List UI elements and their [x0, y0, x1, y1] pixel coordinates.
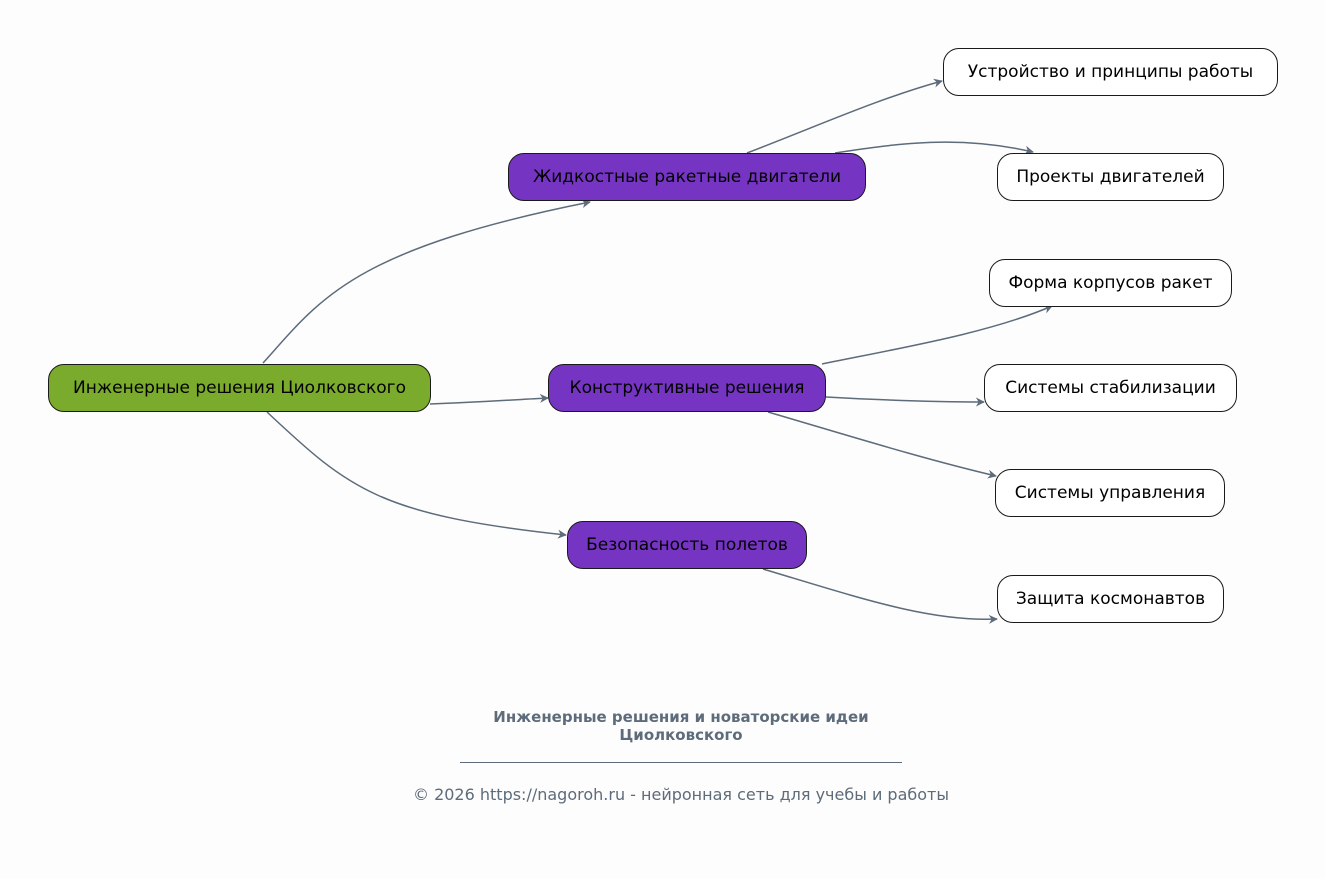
branch-node-engines[interactable]: Жидкостные ракетные двигатели	[508, 153, 866, 201]
edge-root-to-engines	[262, 199, 591, 364]
leaf-node-stabilization[interactable]: Системы стабилизации	[984, 364, 1237, 412]
footer-title-line1: Инженерные решения и новаторские идеи	[493, 708, 869, 726]
leaf-node-engine-projects[interactable]: Проекты двигателей	[997, 153, 1224, 201]
leaf-node-control-systems[interactable]: Системы управления	[995, 469, 1225, 517]
leaf-node-cosmonaut-protection[interactable]: Защита космонавтов	[997, 575, 1224, 623]
footer-title-line2: Циолковского	[619, 726, 743, 744]
branch-node-construction[interactable]: Конструктивные решения	[548, 364, 826, 412]
branch-node-label: Безопасность полетов	[586, 535, 788, 555]
leaf-node-label: Проекты двигателей	[1016, 167, 1205, 187]
leaf-node-hull-shape[interactable]: Форма корпусов ракет	[989, 259, 1232, 307]
edge-engines-to-projects	[834, 141, 1034, 155]
leaf-node-label: Системы стабилизации	[1005, 378, 1216, 398]
leaf-node-label: Защита космонавтов	[1015, 589, 1206, 609]
leaf-node-device-principles[interactable]: Устройство и принципы работы	[943, 48, 1278, 96]
edge-engines-to-device	[746, 78, 943, 154]
footer-title: Инженерные решения и новаторские идеи Ци…	[0, 708, 1325, 744]
root-node-label: Инженерные решения Циолковского	[73, 378, 406, 398]
edge-safety-to-protection	[762, 568, 998, 624]
leaf-node-label: Форма корпусов ракет	[1008, 273, 1213, 293]
edge-construction-to-stabilization	[825, 396, 985, 407]
edge-root-to-safety	[266, 411, 567, 539]
edge-construction-to-control	[767, 411, 997, 479]
branch-node-safety[interactable]: Безопасность полетов	[567, 521, 807, 569]
footer-copyright: © 2026 https://nagoroh.ru - нейронная се…	[412, 785, 949, 804]
leaf-node-label: Устройство и принципы работы	[967, 62, 1254, 82]
branch-node-label: Конструктивные решения	[569, 378, 805, 398]
root-node[interactable]: Инженерные решения Циолковского	[48, 364, 431, 412]
footer-divider	[460, 762, 902, 763]
edge-construction-to-hull	[821, 305, 1053, 365]
edge-root-to-construction	[429, 393, 549, 405]
leaf-node-label: Системы управления	[1014, 483, 1206, 503]
branch-node-label: Жидкостные ракетные двигатели	[532, 167, 842, 187]
